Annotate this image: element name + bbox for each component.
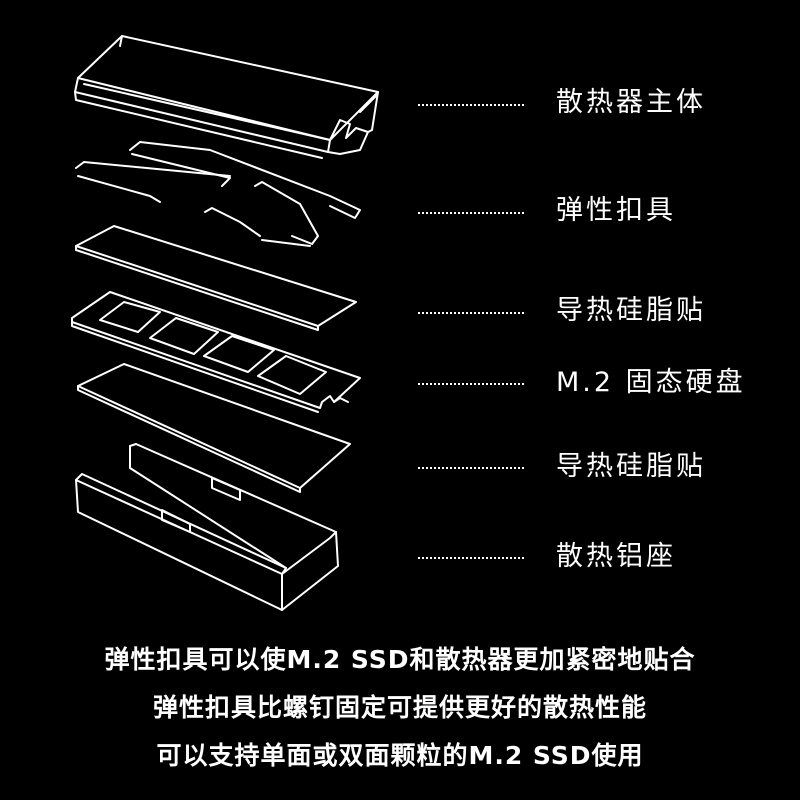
caption-line-2: 弹性扣具比螺钉固定可提供更好的散热性能 — [0, 695, 800, 720]
leader-line-heatsink-body — [418, 104, 524, 106]
leader-line-aluminum-base — [418, 557, 524, 559]
leader-line-thermal-pad-top — [418, 312, 524, 314]
label-aluminum-base: 散热铝座 — [556, 543, 676, 570]
m2-ssd-drawing — [72, 292, 360, 412]
caption-line-3: 可以支持单面或双面颗粒的M.2 SSD使用 — [0, 743, 800, 768]
aluminum-base-drawing — [76, 444, 338, 610]
label-thermal-pad-top: 导热硅脂贴 — [556, 297, 706, 324]
heatsink-body-drawing — [75, 36, 378, 158]
leader-line-spring-clip — [418, 212, 524, 214]
label-heatsink-body: 散热器主体 — [556, 89, 706, 116]
caption-line-1: 弹性扣具可以使M.2 SSD和散热器更加紧密地贴合 — [0, 647, 800, 672]
thermal-pad-bottom-drawing — [78, 364, 350, 492]
label-spring-clip: 弹性扣具 — [556, 197, 676, 224]
leader-line-thermal-pad-bottom — [418, 467, 524, 469]
label-m2-ssd: M.2 固态硬盘 — [556, 369, 746, 396]
label-thermal-pad-bottom: 导热硅脂贴 — [556, 453, 706, 480]
leader-line-m2-ssd — [418, 383, 524, 385]
